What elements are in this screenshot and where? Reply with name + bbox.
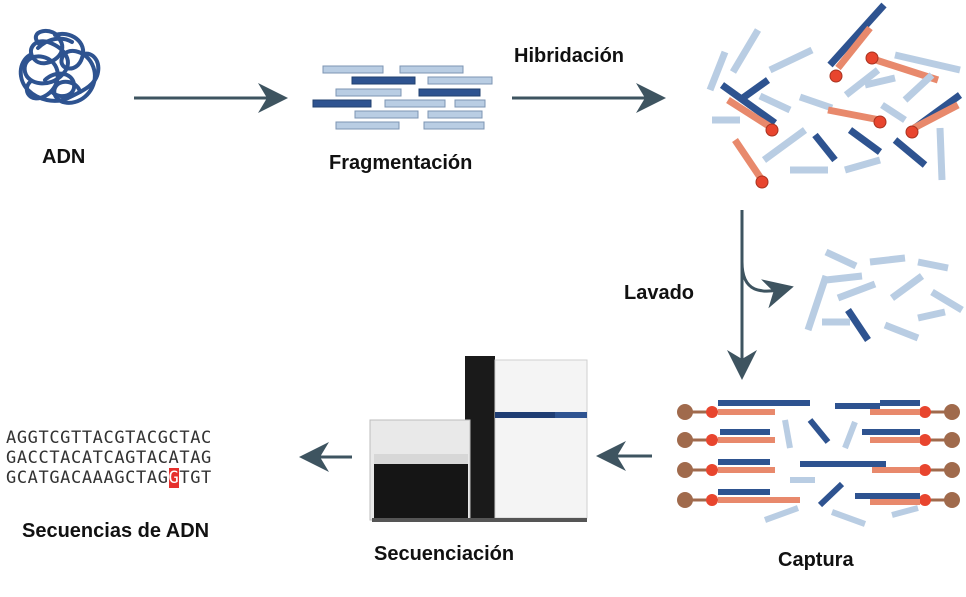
label-secuencias-de-adn: Secuencias de ADN [22,520,210,542]
hybridization-mix-icon [706,2,963,189]
fragments-icon [312,65,493,130]
label-captura: Captura [778,549,854,571]
sequence-line-3: GCATGACAAAGCTAGGTGT [6,468,212,488]
arrow-wash-branch [740,261,794,309]
dna-coil-icon [18,28,101,105]
label-hibridacion: Hibridación [514,45,625,67]
capture-beads-icon [677,400,960,527]
sequence-line-3-start: GCATGACAAAGCTAG [6,468,169,488]
sequencer-machine-icon [369,356,588,522]
sequence-variant-highlight: G [168,468,180,488]
label-adn: ADN [42,146,86,168]
label-lavado: Lavado [624,282,695,304]
label-secuenciacion: Secuenciación [374,543,515,565]
sequence-line-2: GACCTACATCAGTACATAG [6,448,212,468]
sequence-line-3-end: TGT [179,468,212,488]
sequence-line-1: AGGTCGTTACGTACGCTAC [6,428,212,448]
label-fragmentacion: Fragmentación [329,152,473,174]
washed-fragments-icon [804,248,964,342]
